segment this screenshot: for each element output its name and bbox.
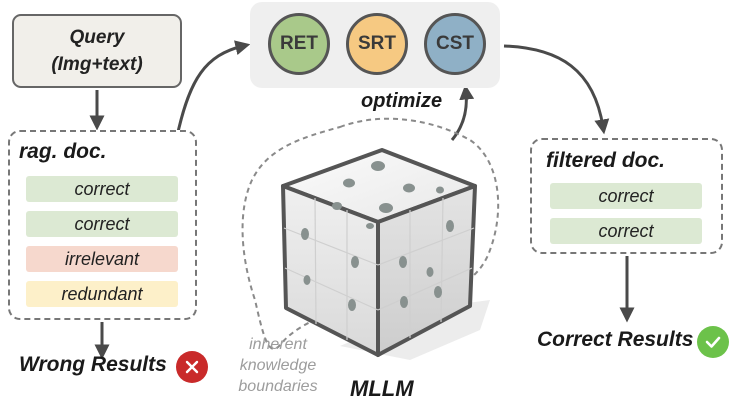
filtered-docs-title: filtered doc. [546, 149, 666, 172]
mllm-cube [281, 148, 477, 357]
knowledge-line: inherent [249, 336, 307, 353]
filtered-docs-panel: filtered doc. correct correct [530, 138, 723, 254]
arrow-rag-to-optimizers [176, 40, 251, 133]
query-box: Query (Img+text) [12, 14, 182, 88]
retrieved-docs-title: rag. doc. [19, 140, 107, 163]
knowledge-line: boundaries [238, 378, 318, 395]
optimize-label: optimize [361, 90, 443, 112]
rag-doc-item: correct [26, 211, 178, 237]
wrong-results-label: Wrong Results [19, 353, 167, 376]
arrow-mllm-to-optimize [450, 84, 475, 141]
optimizers-box: RET SRT CST [250, 2, 500, 88]
ret-circle: RET [268, 13, 330, 75]
rag-doc-item: correct [26, 176, 178, 202]
filtered-doc-item: correct [550, 183, 702, 209]
filtered-doc-item: correct [550, 218, 702, 244]
rag-doc-item: irrelevant [26, 246, 178, 272]
mllm-label: MLLM [350, 376, 414, 401]
query-title: Query [69, 27, 125, 48]
query-subtitle: (Img+text) [51, 54, 143, 75]
check-icon [697, 326, 729, 358]
rag-doc-item: redundant [26, 281, 178, 307]
cross-icon [176, 351, 208, 383]
correct-results-label: Correct Results [537, 328, 694, 351]
retrieved-docs-panel: rag. doc. correct correct irrelevant red… [8, 130, 197, 320]
cst-circle: CST [424, 13, 486, 75]
knowledge-line: knowledge [239, 357, 317, 374]
knowledge-boundary-label: inherent knowledge boundaries [228, 334, 328, 397]
srt-circle: SRT [346, 13, 408, 75]
arrow-optimizers-to-filtered [503, 44, 610, 135]
